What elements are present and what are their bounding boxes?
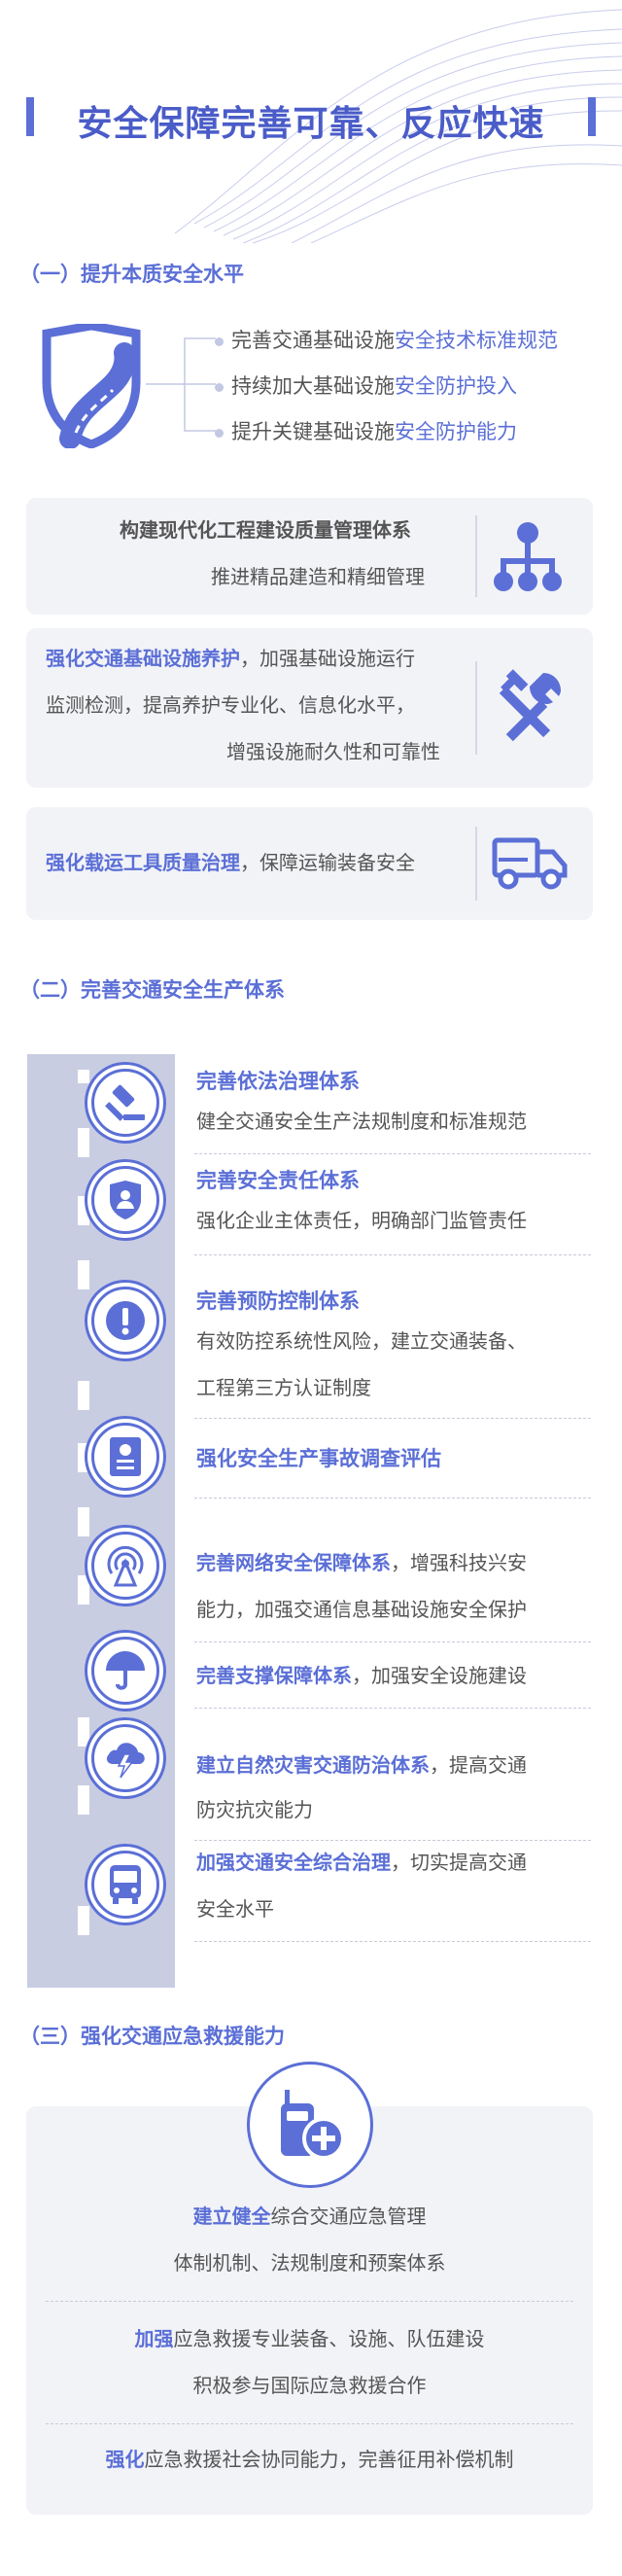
bullet-dot-icon: [215, 382, 224, 392]
lane-mark: [78, 1785, 89, 1815]
lane-mark: [78, 1381, 89, 1410]
title-right-bar: [588, 97, 596, 136]
card-body: 推进精品建造和精细管理: [211, 565, 425, 588]
card-line: 监测检测，提高养护专业化、信息化水平，: [46, 693, 415, 717]
item-body: 强化企业主体责任，明确部门监管责任: [196, 1209, 527, 1232]
emergency-line: 积极参与国际应急救援合作: [192, 2374, 427, 2397]
item-heading-line: 加强交通安全综合治理，切实提高交通: [196, 1851, 527, 1874]
report-icon: [110, 1437, 141, 1476]
shield-person-icon-circle: [85, 1159, 166, 1241]
shield-road-icon: [42, 324, 141, 448]
title-left-bar: [26, 97, 34, 136]
network-icon-circle: [85, 1525, 166, 1606]
quality-card: 构建现代化工程建设质量管理体系 推进精品建造和精细管理: [26, 498, 593, 615]
item-heading-line: 建立自然灾害交通防治体系，提高交通: [196, 1753, 527, 1777]
vehicle-card: 强化载运工具质量治理，保障运输装备安全: [26, 807, 593, 920]
umbrella-icon-circle: [85, 1630, 166, 1711]
lane-mark: [78, 1717, 89, 1747]
item-body: 安全水平: [196, 1897, 274, 1921]
emergency-line: 加强应急救援专业装备、设施、队伍建设: [134, 2327, 485, 2350]
emergency-line: 体制机制、法规制度和预案体系: [173, 2251, 446, 2275]
lane-mark: [78, 1507, 89, 1536]
lane-mark: [78, 1906, 89, 1935]
card-heading: 构建现代化工程建设质量管理体系: [120, 518, 411, 542]
item-body: 防灾抗灾能力: [196, 1798, 313, 1821]
card-divider: [475, 661, 477, 755]
bullet-dot-icon: [215, 336, 224, 346]
item-body: 有效防控系统性风险，建立交通装备、: [196, 1329, 527, 1353]
network-icon: [107, 1545, 144, 1587]
item-divider: [194, 1840, 591, 1841]
lane-mark: [78, 1260, 89, 1289]
section3-heading: （三）强化交通应急救援能力: [19, 2025, 285, 2048]
item-heading: 完善预防控制体系: [196, 1289, 360, 1313]
gavel-icon: [105, 1084, 145, 1121]
hierarchy-icon: [494, 522, 562, 591]
bus-icon: [110, 1865, 141, 1904]
storm-icon-circle: [85, 1717, 166, 1799]
item-divider: [194, 1254, 591, 1255]
card-line: 增强设施耐久性和可靠性: [226, 740, 440, 763]
card-divider: [475, 515, 477, 597]
item-divider: [194, 1941, 591, 1942]
emergency-divider: [46, 2423, 573, 2424]
connector-lines: [146, 337, 216, 432]
item-heading-line: 完善网络安全保障体系，增强科技兴安: [196, 1551, 527, 1574]
shield-person-icon: [110, 1181, 141, 1219]
item-body: 能力，加强交通信息基础设施安全保护: [196, 1598, 527, 1621]
lane-mark: [78, 1128, 89, 1157]
lane-mark: [78, 1575, 89, 1605]
item-divider: [194, 1153, 591, 1154]
header-wave-decoration: [174, 9, 622, 243]
exclamation-icon-circle: [85, 1280, 166, 1361]
item-divider: [194, 1418, 591, 1419]
card-line: 强化交通基础设施养护，加强基础设施运行: [46, 647, 415, 670]
item-heading: 完善依法治理体系: [196, 1070, 360, 1093]
radio-plus-icon: [281, 2090, 345, 2160]
section1-heading: （一）提升本质安全水平: [19, 263, 244, 286]
item-body: 工程第三方认证制度: [196, 1376, 371, 1399]
item-heading-line: 完善支撑保障体系，加强安全设施建设: [196, 1664, 527, 1687]
card-line: 强化载运工具质量治理，保障运输装备安全: [46, 851, 415, 874]
section2-heading: （二）完善交通安全生产体系: [19, 978, 285, 1002]
emergency-line: 强化应急救援社会协同能力，完善征用补偿机制: [105, 2448, 514, 2471]
gavel-icon-circle: [85, 1062, 166, 1144]
bus-icon-circle: [85, 1844, 166, 1925]
storm-icon: [106, 1743, 145, 1779]
card-divider: [475, 827, 477, 900]
section1-bullet: 持续加大基础设施安全防护投入: [215, 371, 517, 400]
item-divider: [194, 1708, 591, 1709]
emergency-divider: [46, 2301, 573, 2302]
truck-icon: [492, 837, 568, 890]
item-heading: 强化安全生产事故调查评估: [196, 1447, 441, 1470]
item-divider: [194, 1641, 591, 1642]
lane-mark: [78, 1070, 89, 1083]
item-body: 健全交通安全生产法规制度和标准规范: [196, 1110, 527, 1133]
section1-bullet: 提升关键基础设施安全防护能力: [215, 416, 517, 445]
emergency-line: 建立健全综合交通应急管理: [192, 2205, 427, 2228]
bullet-dot-icon: [215, 428, 224, 438]
page-title: 安全保障完善可靠、反应快速: [77, 104, 545, 144]
umbrella-icon: [106, 1651, 145, 1690]
radio-plus-icon-circle: [247, 2062, 373, 2188]
section1-bullet: 完善交通基础设施安全技术标准规范: [215, 325, 558, 354]
item-divider: [194, 1498, 591, 1499]
tools-icon: [499, 669, 561, 742]
maintenance-card: 强化交通基础设施养护，加强基础设施运行 监测检测，提高养护专业化、信息化水平， …: [26, 628, 593, 788]
report-icon-circle: [85, 1416, 166, 1498]
exclamation-icon: [106, 1301, 145, 1340]
item-heading: 完善安全责任体系: [196, 1169, 360, 1192]
